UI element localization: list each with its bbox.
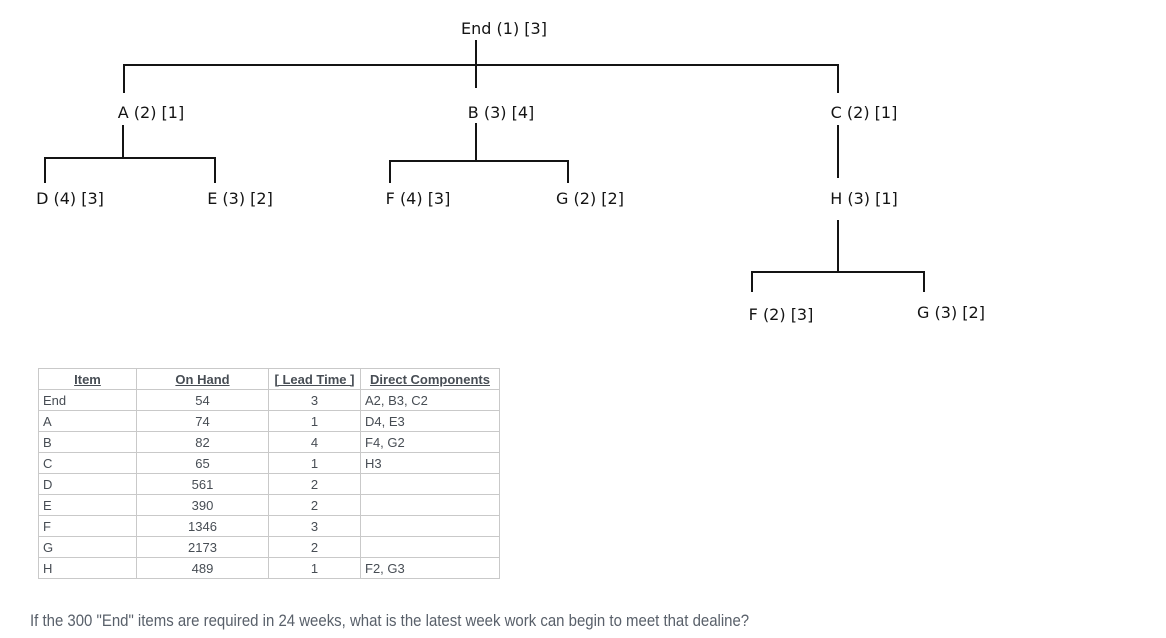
cell-lead: 1: [268, 410, 361, 432]
cell-on-hand: 2173: [136, 536, 269, 558]
tree-node-end: End (1) [3]: [461, 19, 547, 38]
cell-on-hand: 390: [136, 494, 269, 516]
cell-item: F: [38, 515, 137, 537]
connector-line: [837, 64, 839, 93]
tree-node-b: B (3) [4]: [467, 103, 535, 122]
cell-comp: F2, G3: [360, 557, 500, 579]
connector-line: [837, 220, 839, 273]
cell-item: End: [38, 389, 137, 411]
cell-comp: F4, G2: [360, 431, 500, 453]
cell-on-hand: 82: [136, 431, 269, 453]
cell-lead: 2: [268, 473, 361, 495]
cell-item: D: [38, 473, 137, 495]
cell-lead: 3: [268, 515, 361, 537]
tree-node-h: H (3) [1]: [830, 189, 898, 208]
tree-node-e: E (3) [2]: [207, 189, 273, 208]
cell-on-hand: 54: [136, 389, 269, 411]
cell-comp: [360, 494, 500, 516]
connector-line: [475, 123, 477, 161]
cell-lead: 1: [268, 452, 361, 474]
cell-lead: 4: [268, 431, 361, 453]
connector-line: [123, 64, 839, 66]
table-header-row: Item On Hand [ Lead Time ] Direct Compon…: [38, 368, 500, 390]
tree-node-f2: F (2) [3]: [748, 305, 814, 324]
cell-on-hand: 561: [136, 473, 269, 495]
tree-node-f1: F (4) [3]: [385, 189, 451, 208]
connector-line: [389, 160, 391, 183]
cell-comp: H3: [360, 452, 500, 474]
connector-line: [123, 64, 125, 93]
item-data-table: Item On Hand [ Lead Time ] Direct Compon…: [38, 368, 500, 579]
table-row: F 1346 3: [38, 515, 500, 537]
tree-node-d: D (4) [3]: [36, 189, 104, 208]
cell-lead: 2: [268, 536, 361, 558]
connector-line: [122, 125, 124, 158]
cell-comp: D4, E3: [360, 410, 500, 432]
cell-on-hand: 489: [136, 557, 269, 579]
cell-comp: [360, 536, 500, 558]
connector-line: [923, 271, 925, 292]
cell-item: A: [38, 410, 137, 432]
table-row: B 82 4 F4, G2: [38, 431, 500, 453]
cell-item: B: [38, 431, 137, 453]
table-row: D 561 2: [38, 473, 500, 495]
tree-node-g1: G (2) [2]: [556, 189, 624, 208]
connector-line: [44, 157, 46, 183]
table-row: G 2173 2: [38, 536, 500, 558]
col-header-lead-time: [ Lead Time ]: [268, 368, 361, 390]
cell-item: C: [38, 452, 137, 474]
tree-node-c: C (2) [1]: [830, 103, 898, 122]
cell-on-hand: 74: [136, 410, 269, 432]
cell-item: H: [38, 557, 137, 579]
col-header-on-hand: On Hand: [136, 368, 269, 390]
connector-line: [214, 157, 216, 183]
tree-node-g2: G (3) [2]: [917, 303, 985, 322]
cell-lead: 3: [268, 389, 361, 411]
cell-lead: 1: [268, 557, 361, 579]
cell-comp: [360, 473, 500, 495]
connector-line: [389, 160, 569, 162]
connector-line: [751, 271, 753, 292]
table-row: End 54 3 A2, B3, C2: [38, 389, 500, 411]
tree-node-a: A (2) [1]: [117, 103, 185, 122]
table-row: E 390 2: [38, 494, 500, 516]
table-row: A 74 1 D4, E3: [38, 410, 500, 432]
connector-line: [567, 160, 569, 183]
cell-comp: A2, B3, C2: [360, 389, 500, 411]
cell-item: E: [38, 494, 137, 516]
cell-comp: [360, 515, 500, 537]
cell-lead: 2: [268, 494, 361, 516]
col-header-item: Item: [38, 368, 137, 390]
table-row: H 489 1 F2, G3: [38, 557, 500, 579]
cell-item: G: [38, 536, 137, 558]
connector-line: [837, 125, 839, 178]
question-text: If the 300 "End" items are required in 2…: [30, 611, 750, 630]
connector-line: [44, 157, 216, 159]
cell-on-hand: 1346: [136, 515, 269, 537]
col-header-direct-components: Direct Components: [360, 368, 500, 390]
cell-on-hand: 65: [136, 452, 269, 474]
connector-line: [751, 271, 925, 273]
table-row: C 65 1 H3: [38, 452, 500, 474]
